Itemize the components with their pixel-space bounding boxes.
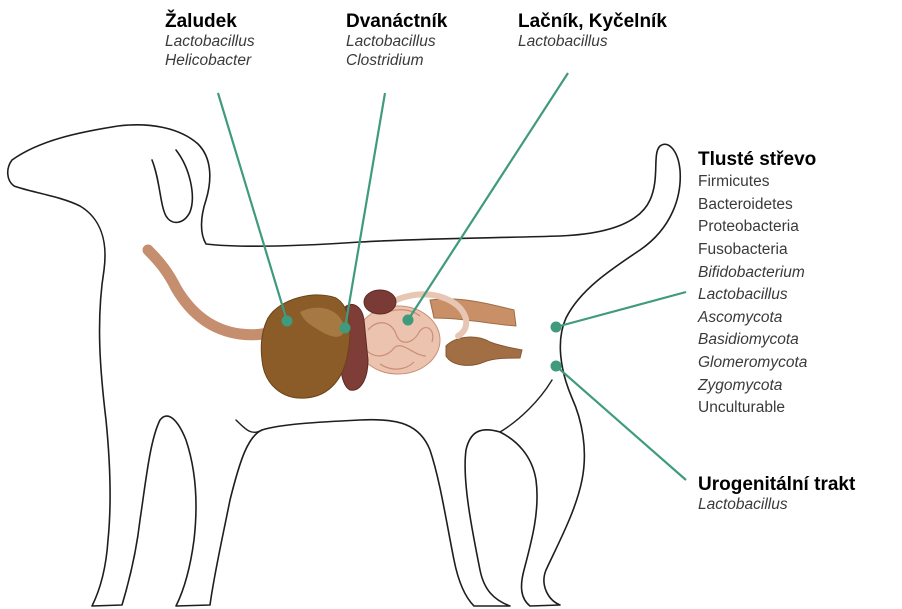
callout-line-uro: [556, 366, 686, 480]
bacteria-item: Lactobacillus: [165, 33, 255, 52]
bacteria-item: Lactobacillus: [698, 496, 855, 515]
label-tluste-strevo: Tlusté střevo Firmicutes Bacteroidetes P…: [698, 148, 816, 420]
callout-dot-lacnik: [403, 315, 414, 326]
rectum: [446, 337, 522, 365]
label-lacnik-kycelnik: Lačník, Kyčelník Lactobacillus: [518, 10, 667, 52]
bacteria-item: Fusobacteria: [698, 239, 816, 262]
dog-hindleg-line: [500, 380, 552, 432]
callout-line-lacnik: [408, 73, 568, 320]
bacteria-item: Basidiomycota: [698, 329, 816, 352]
bacteria-item: Lactobacillus: [518, 33, 667, 52]
label-zaludek: Žaludek Lactobacillus Helicobacter: [165, 10, 255, 71]
callout-line-zaludek: [218, 93, 287, 321]
pancreas: [364, 290, 396, 314]
callout-dot-dvanactnik: [340, 323, 351, 334]
label-title-dvanactnik: Dvanáctník: [346, 10, 447, 33]
label-title-tluste-strevo: Tlusté střevo: [698, 148, 816, 171]
bacteria-item: Bacteroidetes: [698, 194, 816, 217]
bacteria-item: Firmicutes: [698, 171, 816, 194]
dog-ear-outline: [152, 150, 192, 222]
bacteria-item: Proteobacteria: [698, 216, 816, 239]
label-title-lacnik-kycelnik: Lačník, Kyčelník: [518, 10, 667, 33]
esophagus: [148, 250, 276, 335]
label-dvanactnik: Dvanáctník Lactobacillus Clostridium: [346, 10, 447, 71]
bacteria-item: Lactobacillus: [346, 33, 447, 52]
bacteria-item: Lactobacillus: [698, 284, 816, 307]
callout-lines: [218, 73, 686, 480]
bacteria-item: Helicobacter: [165, 52, 255, 71]
label-title-urogenitalni-trakt: Urogenitální trakt: [698, 473, 855, 496]
bacteria-item: Bifidobacterium: [698, 262, 816, 285]
callout-line-tluste: [556, 292, 686, 327]
bacteria-item: Unculturable: [698, 397, 816, 420]
bacteria-item: Ascomycota: [698, 307, 816, 330]
callout-dot-zaludek: [282, 316, 293, 327]
callout-dot-uro: [551, 361, 562, 372]
bacteria-item: Clostridium: [346, 52, 447, 71]
callout-dot-tluste: [551, 322, 562, 333]
dog-leg-line: [236, 420, 262, 432]
label-urogenitalni-trakt: Urogenitální trakt Lactobacillus: [698, 473, 855, 515]
label-title-zaludek: Žaludek: [165, 10, 255, 33]
colon: [430, 299, 516, 326]
bacteria-item: Glomeromycota: [698, 352, 816, 375]
bacteria-item: Zygomycota: [698, 375, 816, 398]
